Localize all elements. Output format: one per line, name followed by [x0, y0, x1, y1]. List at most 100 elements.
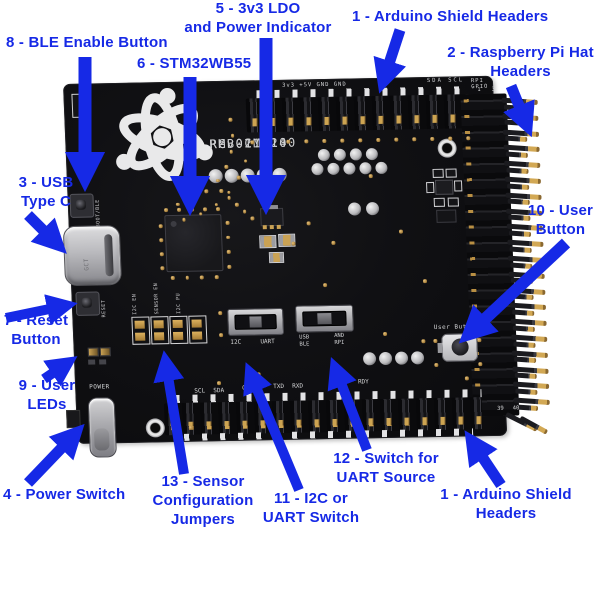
sensor-jumper-3 [169, 315, 189, 345]
header-pin [507, 255, 545, 263]
label-user-leds: 9 - User LEDs [18, 377, 76, 413]
jumper-label-3: I2C PU [175, 292, 183, 314]
via-dot [368, 174, 373, 178]
label-i2c-uart-switch: 11 - I2C or UART Switch [262, 490, 360, 526]
via-dot [478, 362, 482, 366]
header-pin [512, 325, 535, 332]
user-button [437, 333, 479, 362]
header-pin [507, 183, 530, 190]
rdy-silkscreen: RDY [357, 378, 369, 386]
through-hole-pad [317, 148, 331, 162]
capacitor-1 [259, 234, 277, 249]
label-3v3-ldo: 5 - 3v3 LDO and Power Indicator [184, 0, 332, 36]
via-dot [306, 221, 311, 225]
via-dot [430, 136, 434, 141]
header-pin [512, 309, 535, 316]
sensor-jumper-4 [188, 315, 208, 344]
user-led-2 [99, 347, 111, 357]
label-arduino-headers-bottom: 1 - Arduino Shield Headers [440, 486, 572, 522]
header-pin [510, 318, 547, 326]
mounting-hole-2 [145, 418, 166, 438]
capacitor-3 [268, 251, 285, 264]
board-silkscreen-block: PCB-CM-200 Rev01.2 RM 021614 [209, 136, 309, 152]
header-pin [501, 97, 538, 105]
arduino-header-top [245, 94, 474, 133]
via-dot [176, 207, 181, 212]
rpi-pin3: 3 [491, 86, 496, 93]
via-dot [214, 202, 218, 207]
arrow-to-bottom-arduino-header [464, 430, 506, 489]
through-hole-pad [378, 351, 393, 366]
header-pin [515, 388, 538, 395]
mounting-hole-1 [437, 138, 458, 158]
via-dot [383, 331, 387, 336]
label-reset-button: 7 - Reset Button [3, 312, 69, 348]
pcb-board: PCB-CM-200 Rev01.2 RM 021614 3v3 +5V GND… [62, 75, 550, 458]
power-switch [87, 397, 117, 458]
through-hole-pad [272, 167, 287, 183]
via-dot [331, 240, 335, 245]
via-dot [225, 220, 230, 225]
via-dot [250, 140, 254, 144]
via-dot [159, 238, 163, 242]
via-dot [226, 235, 230, 240]
label-sensor-jumpers: 13 - Sensor Configuration Jumpers [152, 473, 254, 528]
rpi-pin-numbers-top: 1 3 [477, 87, 495, 93]
usb-brand-text: GCT [83, 258, 91, 271]
via-dot [323, 283, 327, 287]
via-dot [160, 266, 164, 270]
through-hole-pad [349, 148, 363, 161]
via-dot [250, 216, 254, 220]
through-hole-pad [240, 168, 255, 183]
through-hole-pad [410, 351, 425, 365]
header-pin [507, 239, 544, 247]
via-dot [448, 136, 452, 141]
via-dot [234, 202, 239, 207]
via-dot [434, 362, 438, 367]
arrow-to-top-arduino-header [373, 28, 407, 94]
rpi-pin1: 1 [477, 86, 481, 94]
via-dot [421, 339, 425, 343]
via-dot [227, 264, 231, 269]
sensor-chip-2 [436, 209, 457, 223]
via-dot [159, 252, 164, 256]
header-pin [506, 167, 529, 174]
through-hole-pad [333, 148, 347, 161]
via-dot [422, 279, 427, 283]
via-dot [224, 165, 229, 169]
via-dot [286, 139, 290, 144]
arrow-to-power-switch [24, 423, 85, 487]
label-ble-enable-button: 8 - BLE Enable Button [6, 34, 168, 51]
sensor-pad-5 [433, 197, 445, 207]
via-dot [394, 137, 398, 142]
through-hole-pad [343, 162, 356, 175]
label-uart-source-switch: 12 - Switch for UART Source [333, 450, 439, 486]
header-pin [504, 160, 541, 168]
user-led-4 [99, 359, 107, 365]
via-dot [228, 118, 233, 122]
via-dot [175, 202, 180, 207]
sensor-jumper-2 [150, 316, 170, 345]
header-pin [510, 262, 533, 269]
top-power-pin-labels: 3v3 +5V GND GND [281, 81, 347, 89]
sw1-label-left: I2C [230, 338, 242, 346]
through-hole-pad [375, 161, 388, 175]
brand-logo [116, 88, 213, 181]
label-user-button: 10 - User Button [527, 202, 594, 238]
reset-button-silkscreen: RESET [100, 299, 108, 318]
header-pin [505, 151, 528, 158]
via-dot [256, 372, 261, 376]
stm32wb55-chip [164, 214, 224, 273]
via-dot [267, 190, 271, 194]
sensor-jumper-1 [131, 316, 151, 345]
via-dot [200, 275, 204, 279]
header-pin [504, 119, 527, 126]
via-dot [202, 207, 207, 211]
via-dot [172, 412, 176, 416]
board-code: RM 021614 [209, 135, 289, 152]
header-pin [513, 341, 536, 347]
rpi-pin39: 39 [496, 405, 504, 412]
via-dot [227, 195, 231, 200]
via-dot [304, 139, 308, 143]
sw1-label-right: UART [260, 338, 275, 346]
